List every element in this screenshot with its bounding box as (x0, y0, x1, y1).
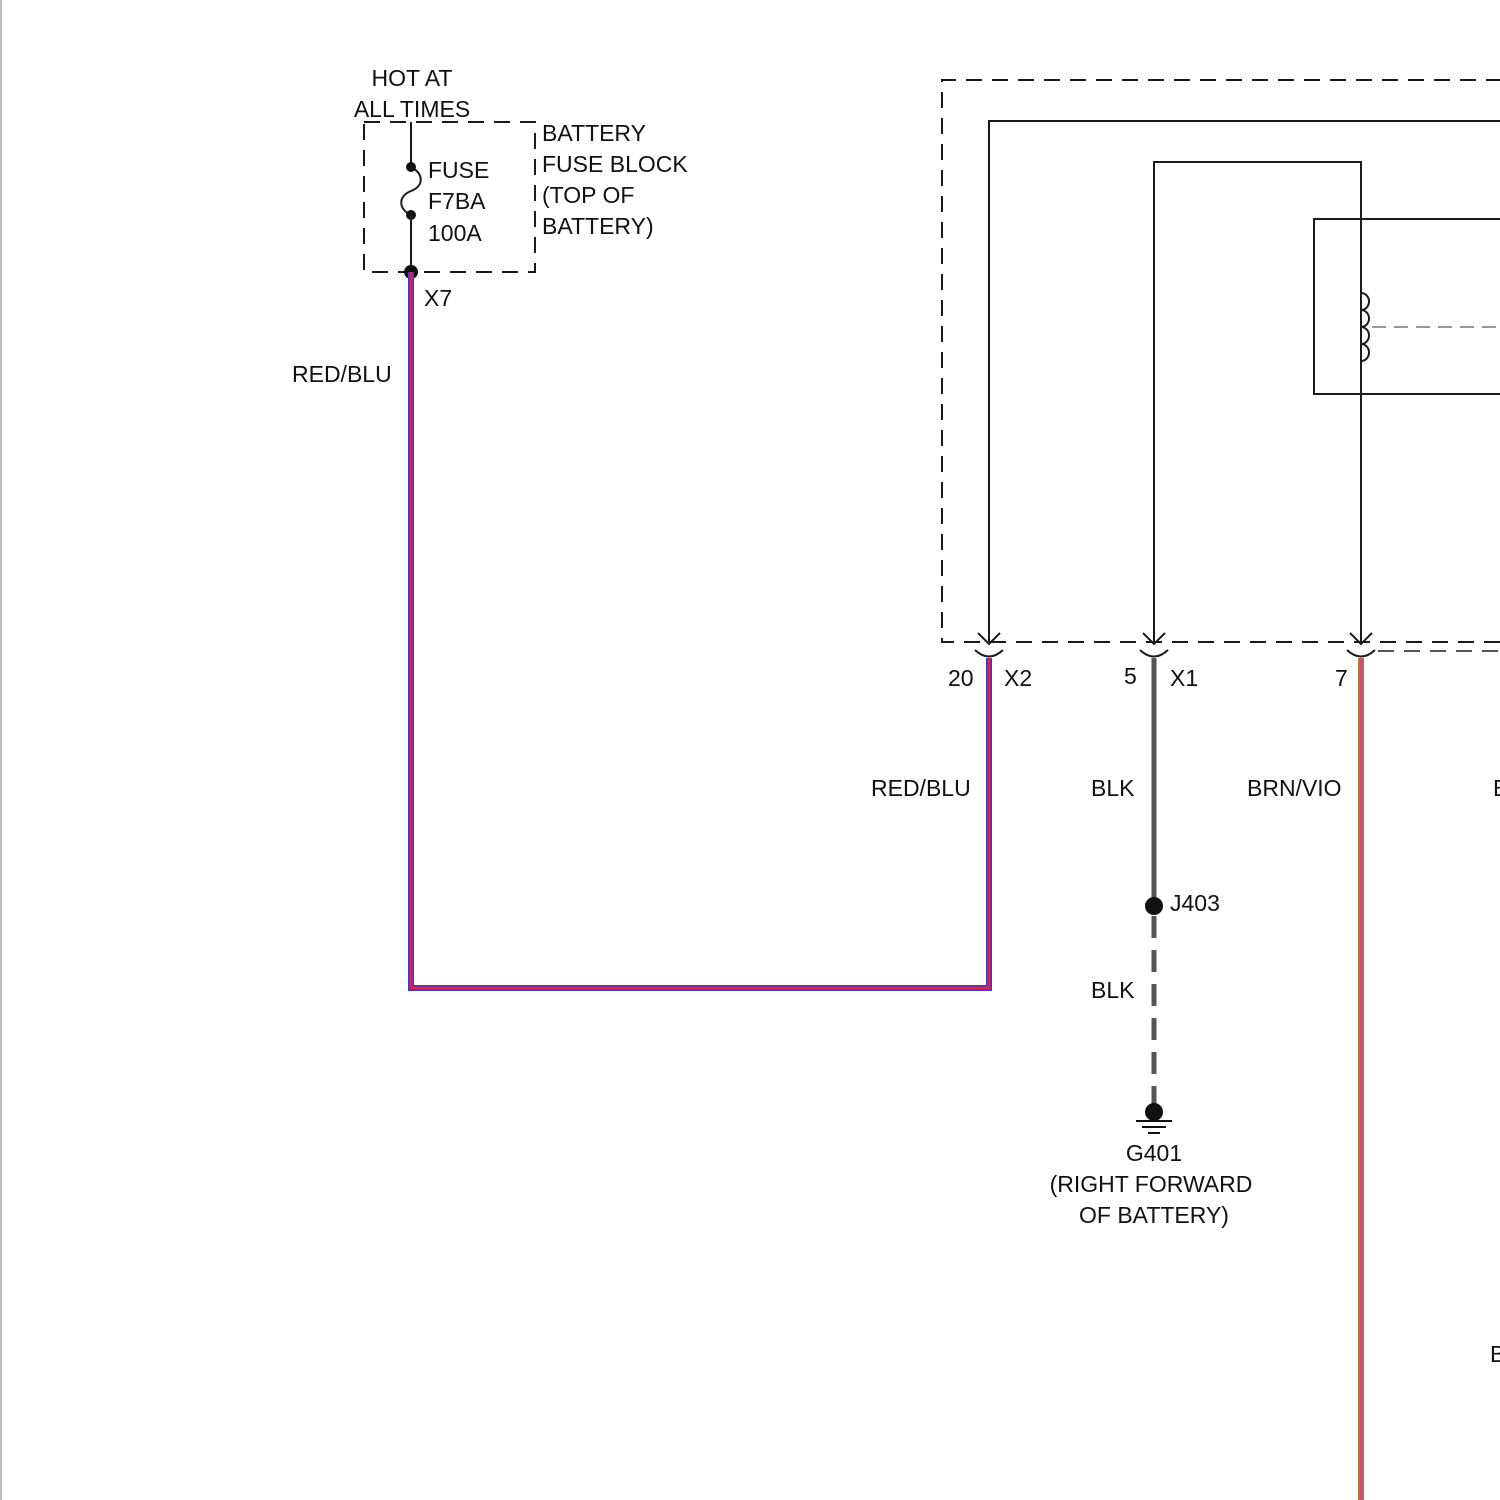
ground-location-line-2: OF BATTERY) (1079, 1202, 1229, 1228)
battery-fuse-block: HOT AT ALL TIMES FUSE F7BA 100A BATTERY … (354, 65, 689, 311)
wire-brn-vio: BRN/VIO (1247, 658, 1361, 1500)
relay-box (1314, 219, 1500, 394)
module-circuit-pin5 (1154, 162, 1361, 642)
fuse-block-name-2: FUSE BLOCK (542, 151, 688, 177)
module-circuit-pin20 (989, 121, 1500, 642)
ground-icon (1136, 1103, 1172, 1133)
hot-at-all-times-label-1: HOT AT (372, 65, 453, 91)
fuse-block-name-3: (TOP OF (542, 182, 634, 208)
edge-text-fragment-upper: B (1493, 775, 1500, 801)
hot-at-all-times-label-2: ALL TIMES (354, 96, 470, 122)
wire-red-blu-inner (411, 272, 989, 988)
pin-5-label: 5 (1124, 663, 1137, 689)
fuse-block-name-1: BATTERY (542, 120, 646, 146)
wire-label-blk-upper: BLK (1091, 775, 1135, 801)
fuse-label-3: 100A (428, 220, 482, 246)
wire-label-red-blu-left: RED/BLU (292, 361, 392, 387)
wire-label-red-blu-right: RED/BLU (871, 775, 971, 801)
ground-g401-label: G401 (1126, 1140, 1182, 1166)
connector-x7-label: X7 (424, 285, 452, 311)
connector-x1-label: X1 (1170, 665, 1198, 691)
control-module: 20 X2 5 X1 7 (942, 80, 1500, 691)
module-outline (942, 80, 1500, 642)
relay-coil-icon (1361, 293, 1369, 361)
fuse-label-2: F7BA (428, 188, 486, 214)
splice-j403-label: J403 (1170, 890, 1220, 916)
edge-text-fragment-lower: B (1490, 1341, 1500, 1367)
pin-20-label: 20 (948, 665, 974, 691)
wire-label-brn-vio: BRN/VIO (1247, 775, 1342, 801)
splice-j403-icon (1145, 897, 1163, 915)
fuse-label-1: FUSE (428, 157, 489, 183)
connector-x2-label: X2 (1004, 665, 1032, 691)
wire-red-blu: RED/BLU RED/BLU (292, 272, 989, 988)
pin-7-label: 7 (1335, 665, 1348, 691)
fuse-block-name-4: BATTERY) (542, 213, 654, 239)
fuse-icon (401, 167, 421, 215)
wire-red-blu-outer (411, 272, 989, 988)
wire-blk: J403 BLK BLK G401 (RIGHT FORWARD OF BATT… (1050, 658, 1253, 1228)
ground-location-line-1: (RIGHT FORWARD (1050, 1171, 1253, 1197)
wire-label-blk-lower: BLK (1091, 977, 1135, 1003)
